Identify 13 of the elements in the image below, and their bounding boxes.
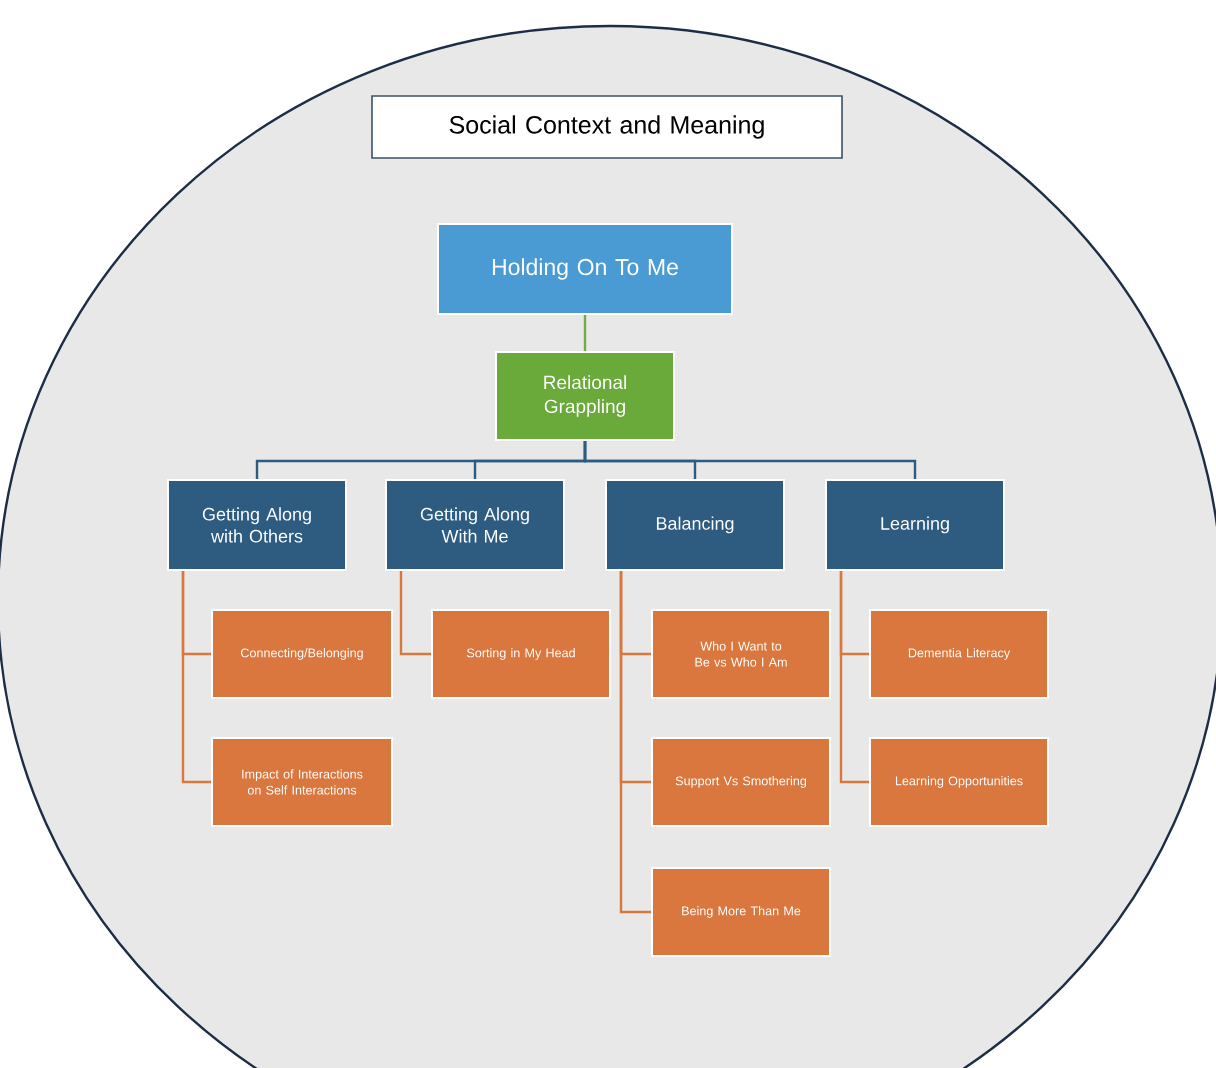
title-box: Social Context and Meaning [371,95,843,159]
connector [181,571,211,784]
connector [583,441,917,479]
process-box: Holding On To Me [437,223,733,315]
process-box: Learning [825,479,1005,571]
connector [839,571,869,784]
process-box: Getting Along With Me [385,479,565,571]
process-box: Balancing [605,479,785,571]
connector [583,315,587,351]
connector [399,571,431,656]
connector [619,571,651,914]
process-box: Relational Grappling [495,351,675,441]
process-box: Getting Along with Others [167,479,347,571]
